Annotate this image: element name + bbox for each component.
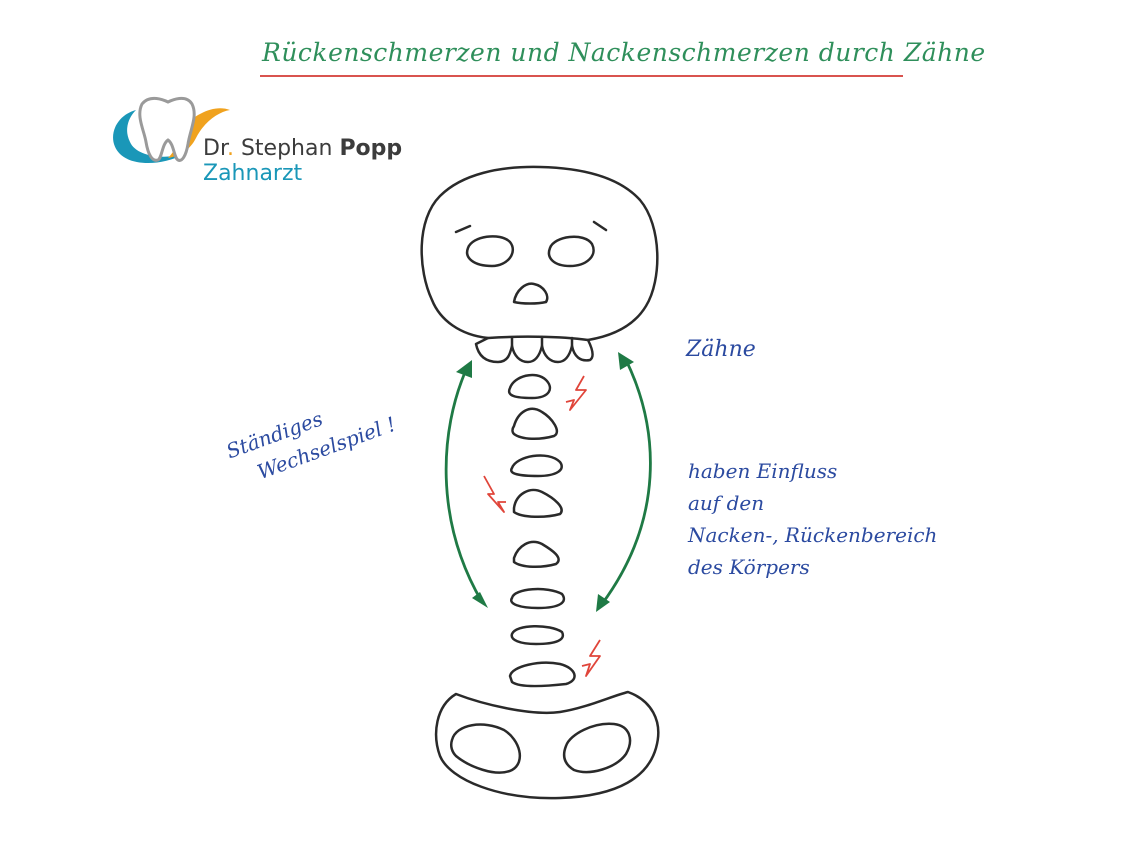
logo-prefix: Dr [203,136,227,161]
vertebra-4 [512,488,563,518]
pelvis-hole-left [449,723,522,774]
arrow-head-right-bottom [596,594,610,612]
vertebra-3 [509,454,563,478]
tooth-logo-icon [113,96,230,163]
title-underline [260,75,903,77]
influence-line-4: des Körpers [688,555,810,579]
vertebra-8 [508,661,576,688]
skull-brow-right [592,220,608,232]
skull-teeth-line [510,335,574,348]
logo-teal-swoosh [113,110,184,163]
arrow-head-right-top [618,352,634,370]
logo-last-name: Popp [339,136,403,161]
influence-line-2: auf den [688,491,765,515]
influence-note: haben Einfluss auf den Nacken-, Rückenbe… [688,455,937,583]
influence-line-3: Nacken-, Rückenbereich [688,523,938,547]
logo-first-name: Stephan [240,136,333,161]
logo-name-line: Dr. Stephan Popp [203,136,402,162]
vertebra-1 [507,373,552,400]
double-arrow-icon [600,358,652,606]
logo-text: Dr. Stephan Popp Zahnarzt [203,136,402,186]
lightning-pain-icon [581,639,601,677]
pelvis-hole-right [562,722,632,774]
skull-nose [512,282,549,305]
teeth-label: Zähne [686,337,756,362]
logo-profession: Zahnarzt [203,161,303,186]
skull-eye-right [547,235,595,268]
page-title: Rückenschmerzen und Nackenschmerzen durc… [262,38,986,67]
pelvis-outline [434,690,660,800]
skull-eye-left [465,235,515,268]
vertebra-7 [510,625,565,646]
vertebra-6 [509,587,566,610]
vertebra-5 [512,540,560,568]
skull-teeth [474,335,594,364]
lightning-pain-icon [565,375,587,411]
logo-dot: . [226,136,234,161]
vertebra-2 [511,407,559,440]
skull-outline [420,165,659,342]
lightning-pain-icon [483,475,506,513]
arrow-head-left-top [456,360,472,378]
arrow-head-left-bottom [472,592,488,608]
logo-tooth [138,96,196,162]
influence-line-1: haben Einfluss [688,459,838,483]
skull-brow-left [454,224,472,234]
double-arrow-icon [444,368,484,604]
